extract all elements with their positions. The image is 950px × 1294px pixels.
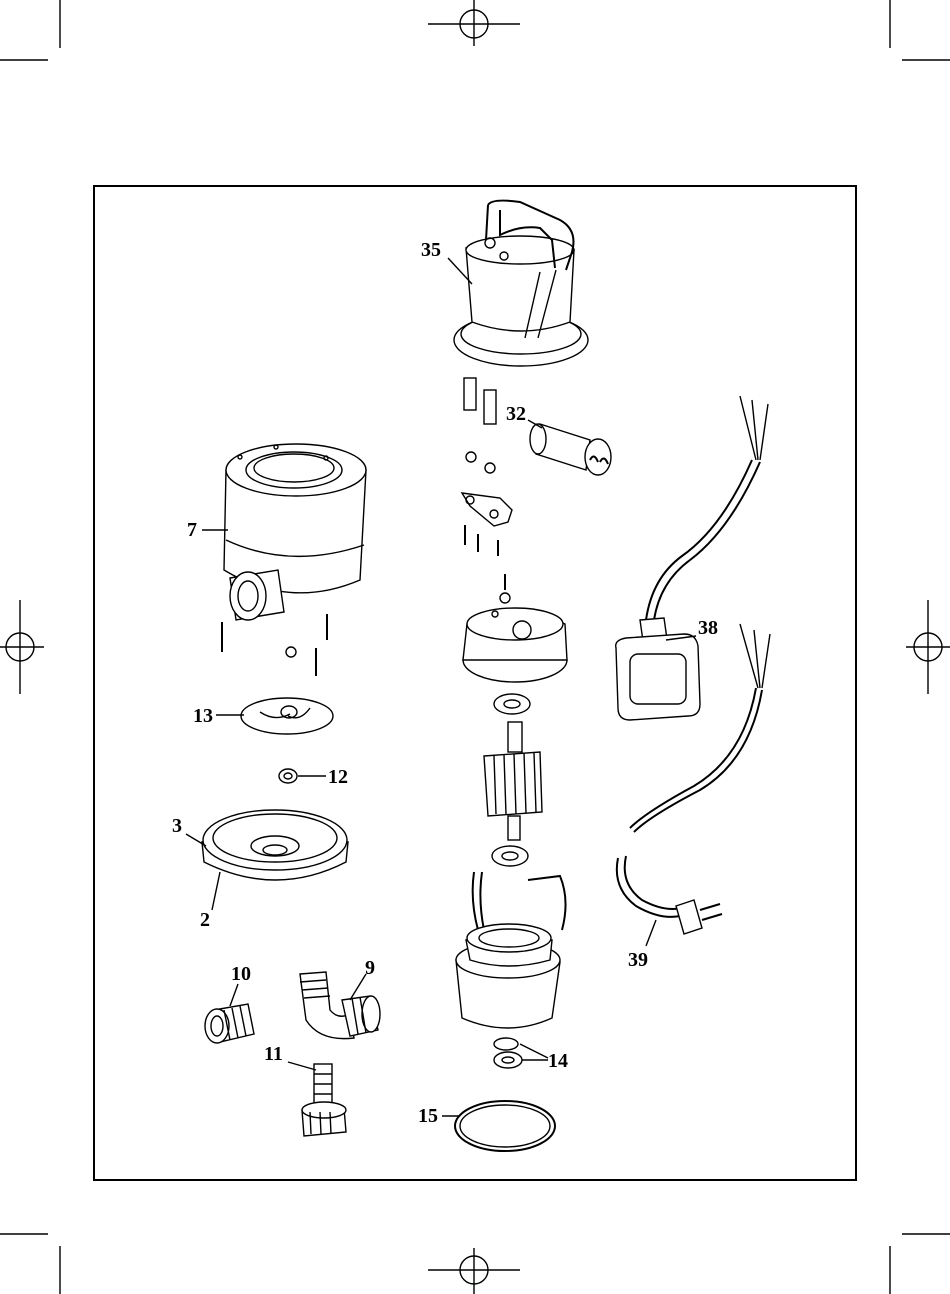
part-label-32: 32 bbox=[506, 404, 526, 424]
nut-drawing bbox=[279, 769, 297, 783]
o-ring-drawing bbox=[455, 1101, 555, 1151]
part-label-3: 3 bbox=[172, 816, 182, 836]
pump-housing-drawing bbox=[222, 444, 366, 676]
motor-housing-drawing bbox=[454, 201, 588, 366]
base-plate-drawing bbox=[202, 810, 348, 880]
stator-housing-drawing bbox=[456, 846, 566, 1028]
part-label-15: 15 bbox=[418, 1106, 438, 1126]
impeller-drawing bbox=[241, 698, 333, 734]
part-label-35: 35 bbox=[421, 240, 441, 260]
part-label-39: 39 bbox=[628, 950, 648, 970]
part-label-14: 14 bbox=[548, 1051, 568, 1071]
part-label-10: 10 bbox=[231, 964, 251, 984]
part-label-13: 13 bbox=[193, 706, 213, 726]
rotor-drawing bbox=[484, 722, 542, 840]
seal-rings-drawing bbox=[494, 1038, 522, 1068]
part-label-11: 11 bbox=[264, 1044, 283, 1064]
registration-mark-top bbox=[428, 0, 520, 46]
part-label-9: 9 bbox=[365, 958, 375, 978]
capacitor-drawing bbox=[530, 424, 611, 475]
part-label-38: 38 bbox=[698, 618, 718, 638]
registration-mark-right bbox=[906, 600, 950, 694]
end-cap-drawing bbox=[463, 608, 567, 714]
elbow-connector-drawing bbox=[300, 972, 380, 1039]
part-label-7: 7 bbox=[187, 520, 197, 540]
small-parts-column bbox=[462, 378, 512, 603]
part-label-2: 2 bbox=[200, 910, 210, 930]
float-switch-drawing bbox=[616, 396, 768, 720]
registration-mark-bottom bbox=[428, 1248, 520, 1294]
hose-tail-drawing bbox=[302, 1064, 346, 1136]
threaded-connector-drawing bbox=[205, 1004, 254, 1043]
registration-mark-left bbox=[0, 600, 44, 694]
part-label-12: 12 bbox=[328, 767, 348, 787]
